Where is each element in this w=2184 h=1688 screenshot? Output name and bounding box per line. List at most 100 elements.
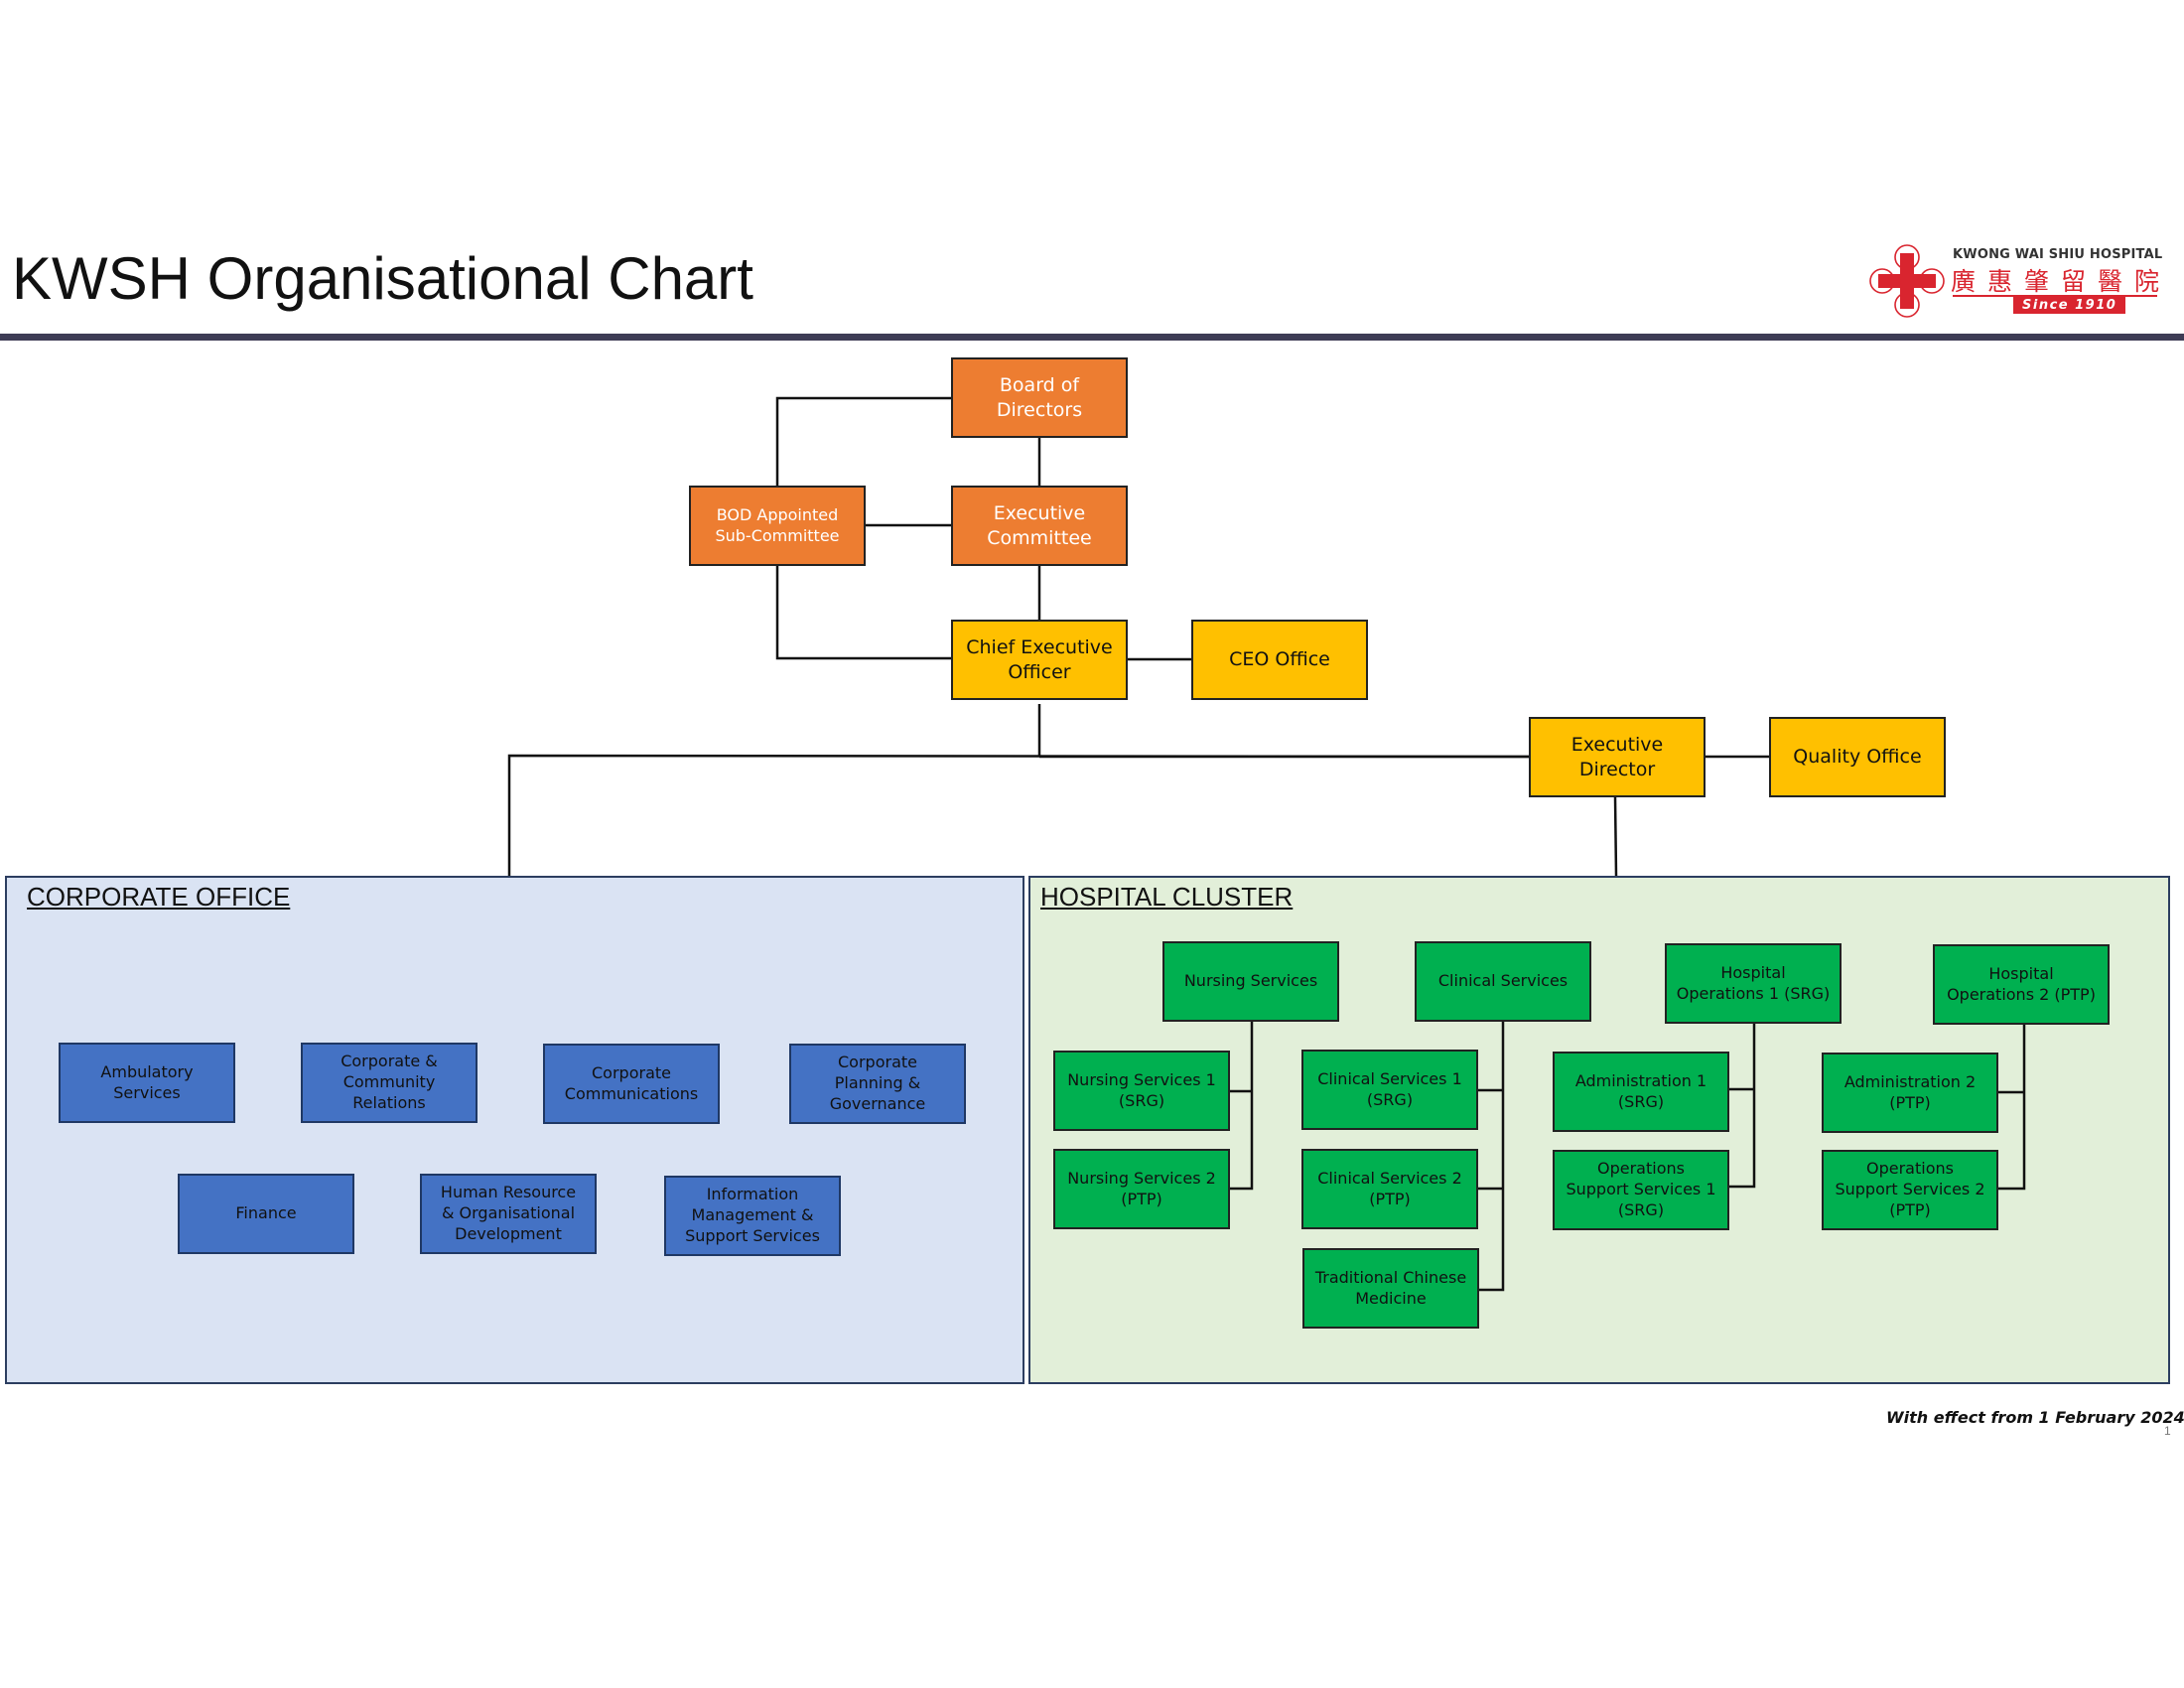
box-label-line: Services <box>113 1082 181 1102</box>
box-label-line: Executive <box>993 501 1086 524</box>
hospital-unit-clinical-services-1: Clinical Services 1(SRG) <box>1301 1050 1478 1130</box>
box-label-line: Finance <box>235 1203 297 1223</box>
box-label-line: Ambulatory <box>100 1061 194 1081</box>
header-divider <box>0 334 2184 341</box>
box-label-line: (SRG) <box>1118 1090 1165 1110</box>
box-label-line: (PTP) <box>1889 1092 1931 1112</box>
box-label-line: Development <box>455 1223 562 1243</box>
box-label-line: Planning & <box>834 1073 921 1093</box>
hospital-unit-nursing-services-2: Nursing Services 2(PTP) <box>1053 1149 1230 1229</box>
hospital-unit-nursing-services-1: Nursing Services 1(SRG) <box>1053 1051 1230 1131</box>
box-label: CEO Office <box>1229 647 1330 672</box>
box-label-line: Nursing Services <box>1183 971 1318 991</box>
box-label-line: Administration 2 <box>1843 1071 1977 1091</box>
hospital-head-nursing-services: Nursing Services <box>1162 941 1339 1022</box>
box-label-line: (SRG) <box>1366 1089 1414 1109</box>
box-label-line: Clinical Services <box>1437 971 1569 991</box>
nursing-group-line <box>1229 1022 1254 1191</box>
box-label-line: (PTP) <box>1121 1189 1162 1208</box>
box-label: Clinical Services <box>1438 971 1568 992</box>
box-label-line: Chief Executive <box>966 635 1113 658</box>
box-label-line: Operations <box>1597 1159 1685 1179</box>
box-label: Nursing Services 2(PTP) <box>1067 1169 1216 1210</box>
box-label-line: Corporate & <box>341 1052 438 1071</box>
box-label-line: Information <box>706 1185 799 1204</box>
box-label-line: (SRG) <box>1617 1199 1665 1219</box>
hospital-unit-administration-2: Administration 2(PTP) <box>1822 1053 1998 1133</box>
box-label: Nursing Services 1(SRG) <box>1067 1070 1216 1112</box>
box-label-line: Relations <box>352 1092 426 1112</box>
box-label-line: Community <box>342 1072 436 1092</box>
box-label-line: Executive <box>1570 733 1664 756</box>
page-title: KWSH Organisational Chart <box>12 245 753 312</box>
page-number: 1 <box>2164 1424 2171 1438</box>
ed-to-hospital-line <box>1613 796 1618 877</box>
box-label-line: Sub-Committee <box>715 525 840 545</box>
ops1-group-line <box>1729 1023 1756 1189</box>
box-label-line: Clinical Services 1 <box>1317 1068 1462 1088</box>
box-label: Clinical Services 1(SRG) <box>1317 1069 1462 1111</box>
box-label: Administration 1(SRG) <box>1575 1071 1706 1113</box>
box-label-line: Hospital <box>1720 962 1786 982</box>
ceo-office-box: CEO Office <box>1191 620 1368 700</box>
logo-name-chinese: 廣惠肇留醫院 <box>1951 267 2172 296</box>
box-label-line: Communications <box>564 1083 699 1103</box>
box-label-line: Board of <box>999 373 1080 396</box>
hospital-head-clinical-services: Clinical Services <box>1415 941 1591 1022</box>
subcommittee-to-ceo-line <box>775 565 951 660</box>
logo-since-badge: Since 1910 <box>2013 297 2126 314</box>
box-label-line: Support Services <box>685 1225 820 1245</box>
box-label-line: (PTP) <box>1889 1199 1931 1219</box>
board-to-subcommittee-line <box>775 396 951 486</box>
box-label: Quality Office <box>1793 745 1921 770</box>
box-label-line: Directors <box>996 398 1083 421</box>
box-label: Finance <box>235 1203 296 1224</box>
box-label-line: (SRG) <box>1617 1091 1665 1111</box>
hospital-unit-clinical-services-2: Clinical Services 2(PTP) <box>1301 1149 1478 1229</box>
box-label-line: Corporate <box>592 1062 671 1082</box>
box-label-line: Clinical Services 2 <box>1317 1168 1462 1188</box>
logo-name-english: KWONG WAI SHIU HOSPITAL <box>1953 247 2163 262</box>
box-label-line: CEO Office <box>1229 648 1330 671</box>
box-label-line: Operations 2 (PTP) <box>1947 984 2096 1004</box>
box-label-line: Nursing Services 2 <box>1067 1168 1216 1188</box>
box-label-line: Committee <box>987 526 1092 549</box>
box-label-line: Director <box>1578 758 1656 780</box>
red-cross-clover-icon <box>1869 244 1945 318</box>
corporate-office-title: CORPORATE OFFICE <box>27 882 291 912</box>
ops2-group-line <box>1998 1024 2026 1191</box>
box-label: Clinical Services 2(PTP) <box>1317 1169 1462 1210</box>
box-label-line: Human Resource <box>440 1183 577 1202</box>
box-label-line: Support Services 1 <box>1566 1180 1716 1199</box>
corporate-unit-finance: Finance <box>178 1174 354 1254</box>
box-label-line: Hospital <box>1988 963 2054 983</box>
effective-date-note: With effect from 1 February 2024 <box>1886 1408 2184 1427</box>
box-label-line: Governance <box>829 1093 926 1113</box>
hospital-unit-administration-1: Administration 1(SRG) <box>1553 1052 1729 1132</box>
box-label-line: Management & <box>691 1205 814 1225</box>
box-label-line: (PTP) <box>1369 1189 1411 1208</box>
box-label-line: Operations <box>1866 1159 1954 1179</box>
